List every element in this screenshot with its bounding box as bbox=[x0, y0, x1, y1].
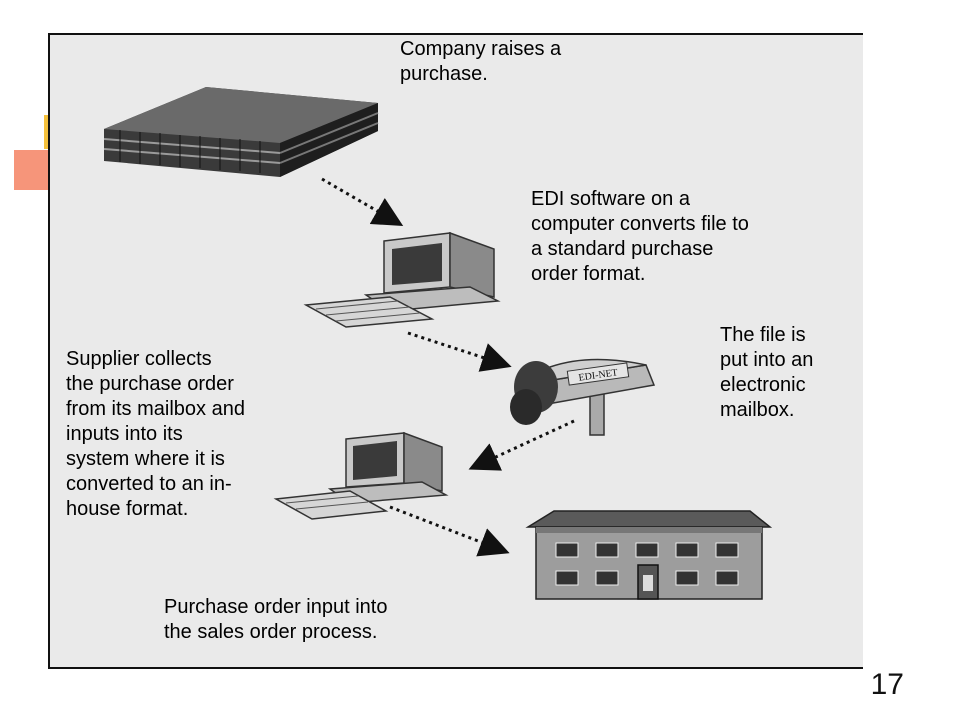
caption-company-raises-purchase: Company raises a purchase. bbox=[400, 38, 562, 85]
caption-supplier-collects: Supplier collects the purchase order fro… bbox=[66, 348, 245, 520]
flow-arrow bbox=[321, 177, 404, 227]
slide-number: 17 bbox=[870, 668, 904, 701]
flow-arrow bbox=[407, 331, 512, 372]
caption-electronic-mailbox: The file is put into an electronic mailb… bbox=[720, 324, 814, 421]
caption-sales-order-process: Purchase order input into the sales orde… bbox=[164, 596, 388, 643]
office-building-icon bbox=[103, 87, 379, 177]
diagram-artwork: EDI-NET bbox=[103, 87, 773, 600]
flow-arrow bbox=[389, 505, 510, 557]
mailbox-label: EDI-NET bbox=[578, 367, 619, 383]
warehouse-building-icon bbox=[525, 510, 773, 600]
mailbox-icon: EDI-NET bbox=[510, 358, 656, 436]
flow-arrow bbox=[468, 419, 575, 471]
edi-diagram: EDI-NET bbox=[48, 33, 863, 669]
caption-edi-software: EDI software on a computer converts file… bbox=[531, 188, 749, 285]
computer-icon bbox=[273, 431, 449, 520]
computer-icon bbox=[303, 231, 501, 328]
